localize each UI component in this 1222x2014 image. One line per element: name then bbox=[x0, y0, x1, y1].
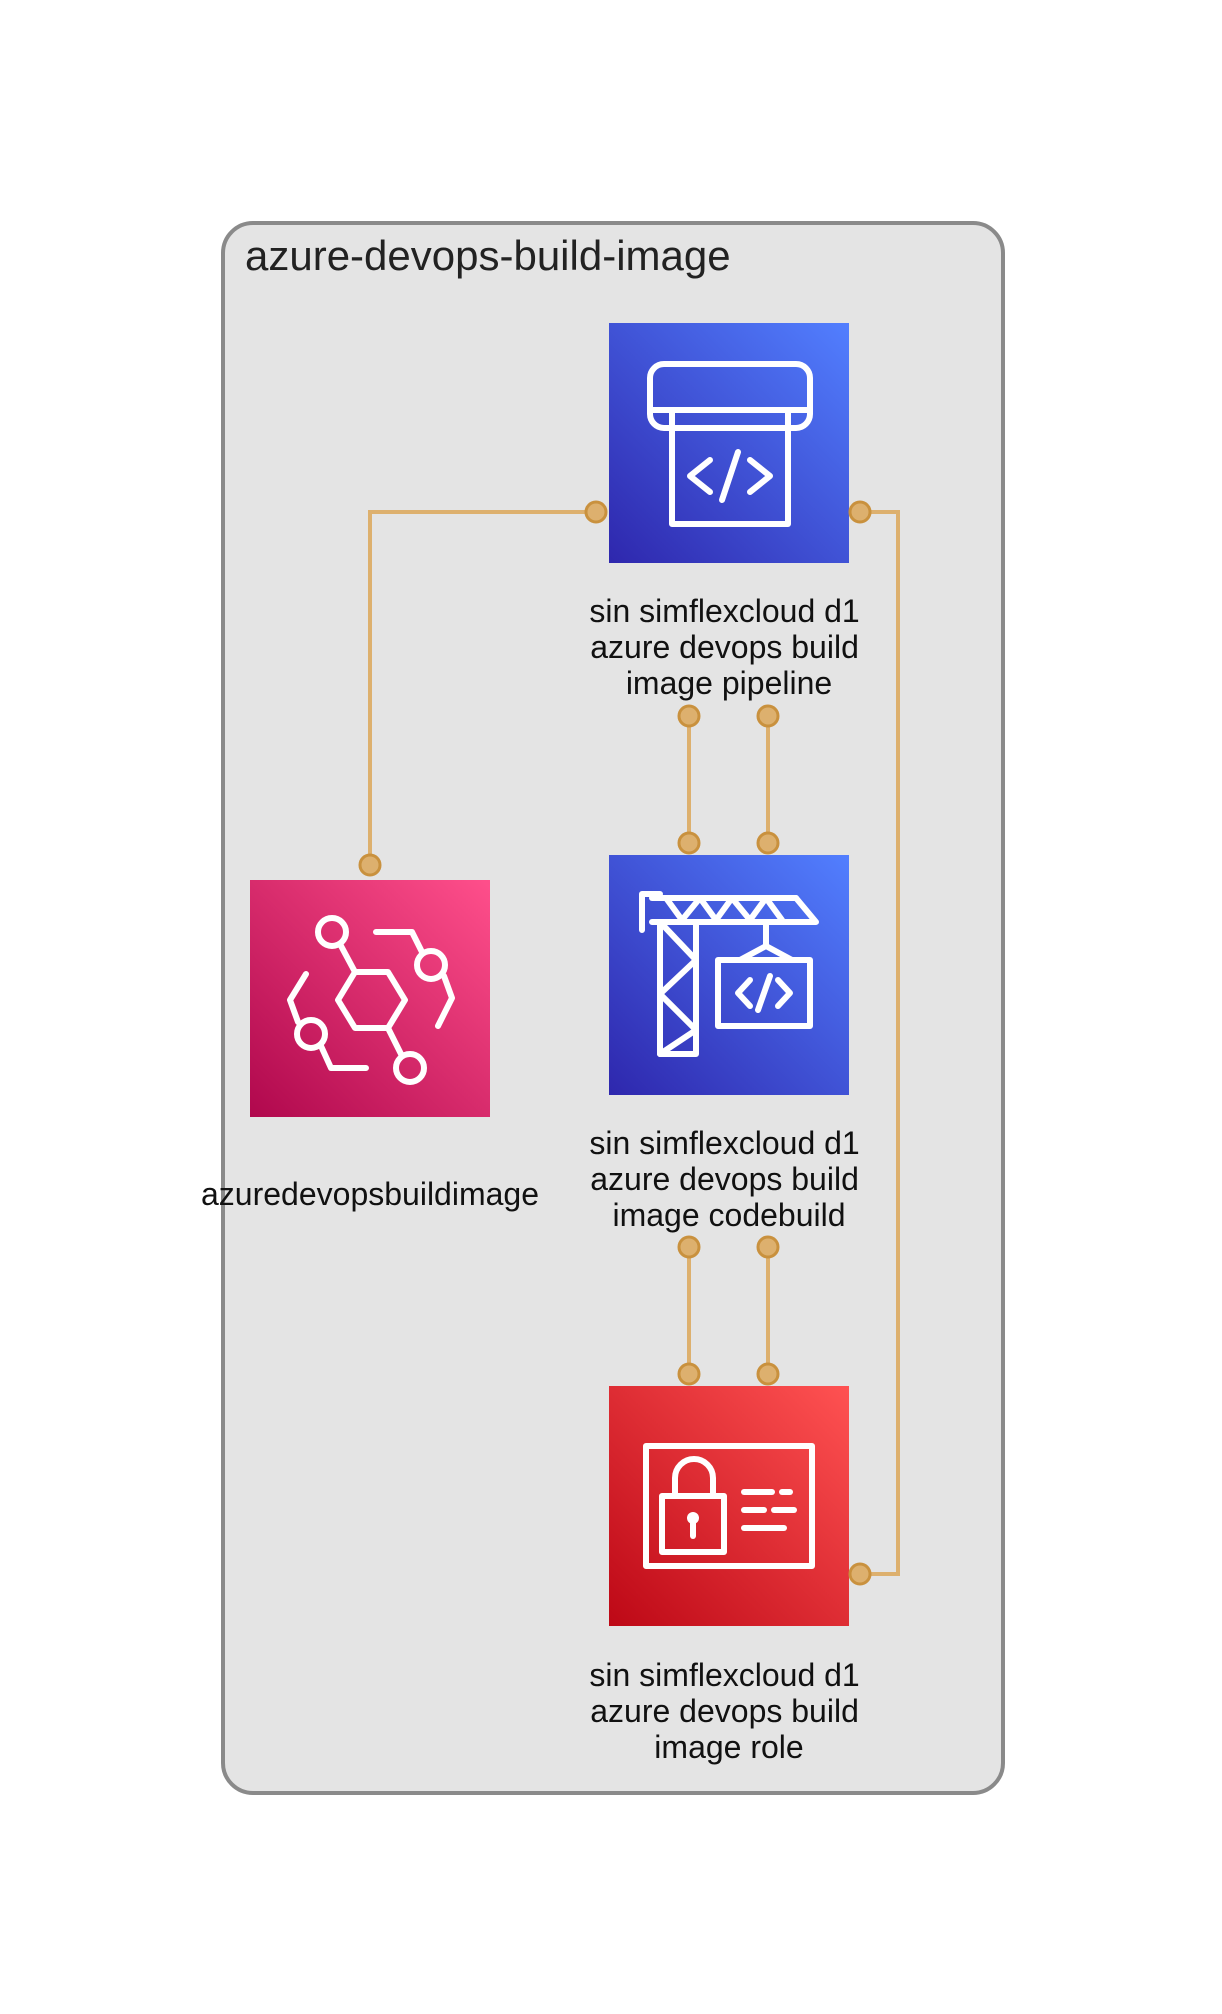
port bbox=[848, 1562, 872, 1586]
port bbox=[358, 853, 382, 877]
edge-ports bbox=[358, 500, 872, 1586]
node-role-label: sin simflexcloud d1 azure devops build i… bbox=[589, 1657, 868, 1765]
node-codebuild[interactable]: sin simflexcloud d1 azure devops build i… bbox=[589, 855, 868, 1233]
port bbox=[756, 1235, 780, 1259]
node-eventbridge[interactable]: azuredevopsbuildimage bbox=[201, 880, 539, 1212]
port bbox=[677, 1235, 701, 1259]
port bbox=[756, 704, 780, 728]
edge-pipeline-to-role bbox=[860, 510, 900, 1576]
node-pipeline[interactable]: sin simflexcloud d1 azure devops build i… bbox=[589, 323, 868, 701]
edge-pipeline-to-eventbridge bbox=[368, 510, 596, 865]
codebuild-icon bbox=[639, 891, 819, 1057]
port bbox=[677, 1362, 701, 1386]
port bbox=[677, 831, 701, 855]
node-role[interactable]: sin simflexcloud d1 azure devops build i… bbox=[589, 1386, 868, 1765]
node-eventbridge-label: azuredevopsbuildimage bbox=[201, 1176, 539, 1212]
group-title: azure-devops-build-image bbox=[245, 232, 731, 279]
eventbridge-icon bbox=[287, 915, 455, 1085]
port bbox=[584, 500, 608, 524]
port bbox=[848, 500, 872, 524]
node-pipeline-label: sin simflexcloud d1 azure devops build i… bbox=[589, 593, 868, 701]
port bbox=[756, 1362, 780, 1386]
node-codebuild-label: sin simflexcloud d1 azure devops build i… bbox=[589, 1125, 868, 1233]
port bbox=[756, 831, 780, 855]
edges bbox=[368, 510, 900, 1576]
port bbox=[677, 704, 701, 728]
iam-role-icon bbox=[643, 1443, 815, 1569]
codepipeline-icon bbox=[647, 361, 813, 527]
